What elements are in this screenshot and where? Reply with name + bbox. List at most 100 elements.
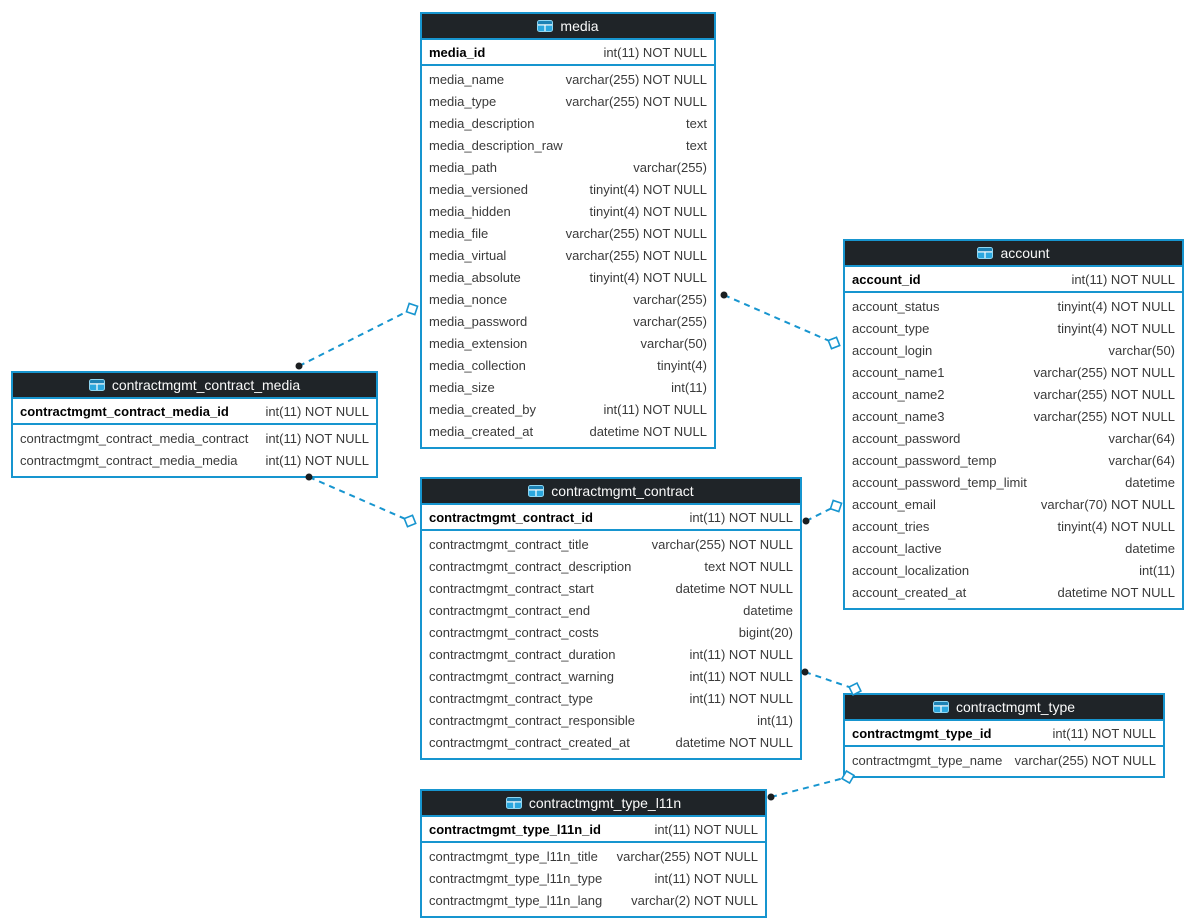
pk-column-type: int(11) NOT NULL: [1071, 271, 1175, 287]
dot-endpoint-icon: [767, 793, 775, 801]
column-type: datetime: [743, 603, 793, 618]
column-type: tinyint(4) NOT NULL: [589, 182, 707, 197]
table-contractmgmt_type_l11n[interactable]: contractmgmt_type_l11n contractmgmt_type…: [420, 789, 767, 918]
relationship-line[interactable]: [805, 505, 837, 522]
relationship-contractmgmt_contract_media-to-media[interactable]: [295, 302, 419, 370]
column-type: int(11): [757, 713, 793, 728]
column-type: varchar(255) NOT NULL: [1033, 365, 1175, 380]
table-header[interactable]: account: [845, 241, 1182, 267]
column-name: account_password_temp: [852, 453, 997, 468]
table-contractmgmt_contract_media[interactable]: contractmgmt_contract_media contractmgmt…: [11, 371, 378, 478]
table-header[interactable]: contractmgmt_contract_media: [13, 373, 376, 399]
column-type: varchar(255): [633, 160, 707, 175]
table-contractmgmt_contract[interactable]: contractmgmt_contract contractmgmt_contr…: [420, 477, 802, 760]
diamond-endpoint-icon: [829, 499, 843, 513]
dot-endpoint-icon: [720, 291, 728, 299]
column-name: contractmgmt_contract_media_contract: [20, 431, 249, 446]
column-name: media_description_raw: [429, 138, 563, 153]
column-name: account_localization: [852, 563, 970, 578]
column-name: media_hidden: [429, 204, 511, 219]
column-type: varchar(50): [1108, 343, 1175, 358]
table-contractmgmt_type[interactable]: contractmgmt_type contractmgmt_type_id i…: [843, 693, 1165, 778]
relationship-line[interactable]: [770, 776, 849, 798]
pk-column-name: contractmgmt_type_id: [852, 725, 992, 741]
table-title: contractmgmt_type: [955, 699, 1076, 715]
column-type: varchar(50): [640, 336, 707, 351]
column-type: tinyint(4) NOT NULL: [1057, 321, 1175, 336]
pk-column-name: contractmgmt_contract_id: [429, 509, 593, 525]
table-icon: [537, 20, 554, 32]
table-media[interactable]: media media_id int(11) NOT NULL media_na…: [420, 12, 716, 449]
relationship-line[interactable]: [298, 308, 413, 367]
table-header[interactable]: contractmgmt_contract: [422, 479, 800, 505]
column-name: account_lactive: [852, 541, 942, 556]
relationship-contractmgmt_contract-to-account[interactable]: [802, 499, 843, 525]
relationship-contractmgmt_contract-to-contractmgmt_type[interactable]: [801, 668, 862, 696]
column-type: varchar(255) NOT NULL: [1033, 409, 1175, 424]
column-type: datetime NOT NULL: [589, 424, 707, 439]
relationship-line[interactable]: [308, 476, 411, 522]
table-header[interactable]: media: [422, 14, 714, 40]
table-icon: [88, 379, 105, 391]
table-account[interactable]: account account_id int(11) NOT NULL acco…: [843, 239, 1184, 610]
column-type: varchar(255) NOT NULL: [1033, 387, 1175, 402]
column-name: account_type: [852, 321, 930, 336]
table-header[interactable]: contractmgmt_type_l11n: [422, 791, 765, 817]
table-header[interactable]: contractmgmt_type: [845, 695, 1163, 721]
column-type: int(11) NOT NULL: [265, 431, 369, 446]
table-title: contractmgmt_type_l11n: [528, 795, 682, 811]
column-type: varchar(255) NOT NULL: [1014, 753, 1156, 768]
column-type: int(11) NOT NULL: [689, 647, 793, 662]
pk-row: contractmgmt_contract_media_id int(11) N…: [13, 399, 376, 425]
relationship-media-to-account[interactable]: [720, 291, 841, 350]
column-type: int(11): [1139, 563, 1175, 578]
column-type: varchar(255) NOT NULL: [565, 72, 707, 87]
column-type: varchar(255) NOT NULL: [565, 248, 707, 263]
column-type: varchar(255) NOT NULL: [565, 226, 707, 241]
relationship-contractmgmt_contract_media-to-contractmgmt_contract[interactable]: [305, 473, 417, 528]
relationship-line[interactable]: [723, 294, 835, 344]
column-name: contractmgmt_contract_type: [429, 691, 594, 706]
column-type: varchar(70) NOT NULL: [1040, 497, 1175, 512]
column-type: datetime NOT NULL: [675, 581, 793, 596]
column-name: media_password: [429, 314, 528, 329]
pk-row: contractmgmt_contract_id int(11) NOT NUL…: [422, 505, 800, 531]
column-type: tinyint(4): [657, 358, 707, 373]
relationship-line[interactable]: [804, 671, 856, 690]
column-type: tinyint(4) NOT NULL: [589, 204, 707, 219]
table-icon: [932, 701, 949, 713]
column-row: account_localization int(11): [845, 560, 1182, 582]
column-row: account_type tinyint(4) NOT NULL: [845, 318, 1182, 340]
column-name: contractmgmt_contract_title: [429, 537, 589, 552]
pk-column-type: int(11) NOT NULL: [1052, 725, 1156, 741]
table-title: media: [560, 18, 599, 34]
pk-column-name: media_id: [429, 44, 486, 60]
column-name: media_created_at: [429, 424, 534, 439]
table-title: account: [1000, 245, 1050, 261]
pk-column-name: account_id: [852, 271, 921, 287]
column-name: account_name2: [852, 387, 945, 402]
relationship-contractmgmt_type_l11n-to-contractmgmt_type[interactable]: [767, 769, 856, 801]
column-rows: contractmgmt_contract_media_contract int(…: [13, 425, 376, 476]
table-icon: [528, 485, 545, 497]
column-type: varchar(255): [633, 314, 707, 329]
dot-endpoint-icon: [295, 362, 303, 370]
column-name: contractmgmt_contract_warning: [429, 669, 614, 684]
